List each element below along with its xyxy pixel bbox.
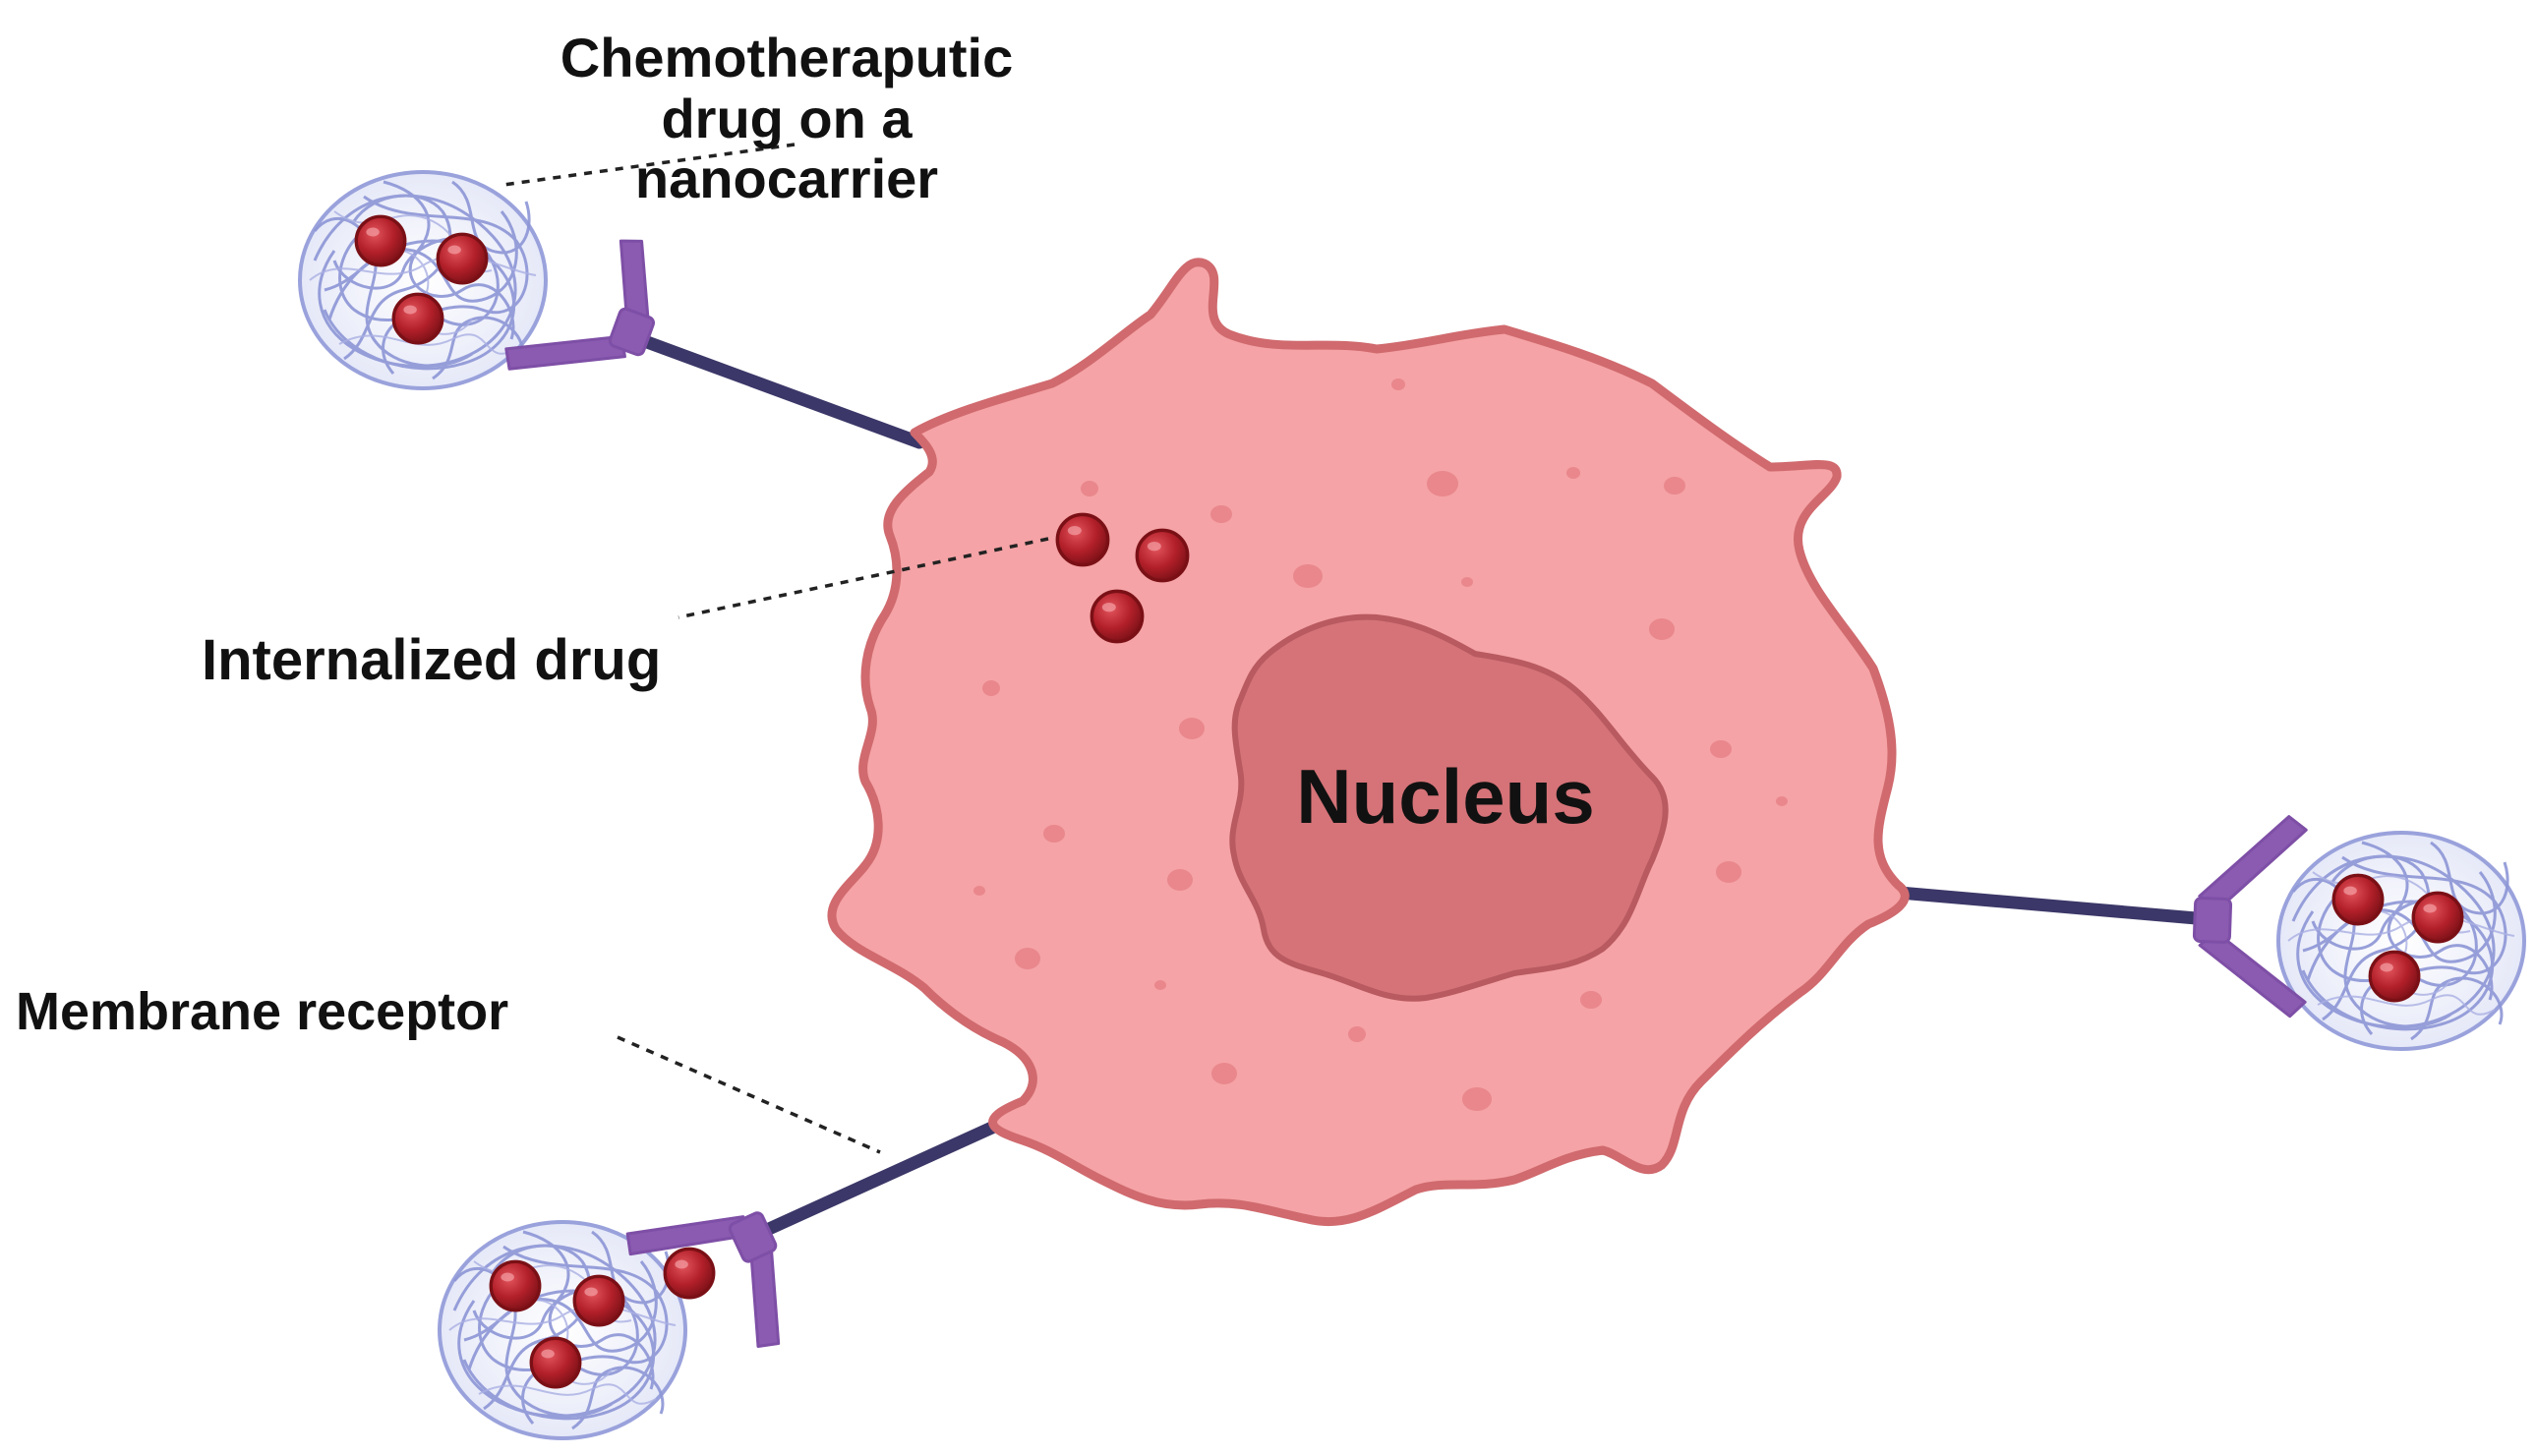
label-nucleus: Nucleus (1296, 753, 1595, 840)
drug-particle-icon (2331, 873, 2385, 926)
receptor-stalk-right (1881, 885, 2214, 926)
label-membrane-receptor: Membrane receptor (16, 982, 509, 1041)
drug-particle-icon (572, 1274, 625, 1327)
receptor-stalk-top-left (632, 332, 926, 449)
label-chemotheraputic-drug: Chemotheraputic drug on a nanocarrier (511, 28, 1062, 209)
drug-particle-icon (2368, 950, 2421, 1003)
receptor-stalk-bottom-left (740, 1109, 1025, 1246)
drug-particle-icon (2411, 891, 2464, 944)
nanocarrier-right (2192, 815, 2526, 1051)
y-antibody-receptor-icon (504, 239, 656, 371)
leader-line-membrane (617, 1035, 881, 1154)
cytoplasm-speckles (973, 379, 1788, 1111)
label-internalized-drug: Internalized drug (202, 628, 662, 692)
drug-particle-icon (1135, 528, 1190, 583)
leader-line-internalized (678, 537, 1049, 619)
drug-particle-icon (391, 292, 444, 345)
nanocarrier-ball-icon (440, 1222, 685, 1438)
label-chemo-line2: nanocarrier (634, 147, 939, 210)
y-antibody-receptor-icon (625, 1211, 781, 1349)
drug-particle-icon (489, 1259, 542, 1312)
leader-lines (502, 143, 1049, 1154)
drug-particle-icon (663, 1247, 716, 1300)
leader-line-chemo (502, 143, 796, 187)
receptor-stalks (632, 332, 2214, 1246)
nucleus-shape (1229, 613, 1669, 1002)
drug-particle-icon (529, 1336, 582, 1389)
drug-particle-icon (354, 214, 407, 267)
nanocarrier-bottom-left (440, 1211, 781, 1438)
drug-particle-icon (436, 232, 489, 285)
y-antibody-receptor-icon (2192, 815, 2308, 1019)
nanocarrier-top-left (298, 170, 656, 390)
nanocarrier-ball-icon (2276, 831, 2526, 1051)
label-chemo-line1: Chemotheraputic drug on a (560, 27, 1014, 149)
drug-particle-icon (1055, 512, 1110, 567)
drug-particle-icon (1090, 589, 1145, 644)
